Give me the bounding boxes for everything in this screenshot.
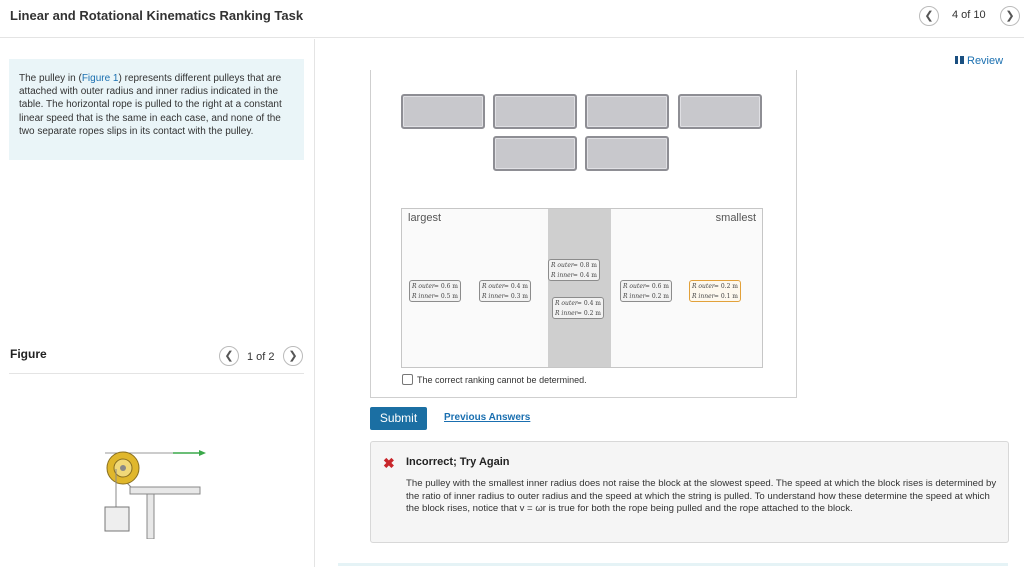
chevron-right-icon: ❯: [288, 350, 298, 362]
chevron-left-icon: ❮: [924, 10, 934, 22]
figure-next-button[interactable]: ❯: [283, 346, 303, 366]
tile-inner-label: R inner: [482, 293, 505, 300]
bottom-accent-bar: [338, 563, 1008, 566]
tile-outer-value: = 0.2 m: [713, 283, 738, 290]
tile-outer-label: R outer: [482, 283, 505, 290]
figure-heading: Figure: [10, 347, 47, 361]
ranking-tile[interactable]: R outer= 0.4 m R inner= 0.3 m: [479, 280, 531, 302]
page-title: Linear and Rotational Kinematics Ranking…: [10, 8, 304, 23]
tile-inner-label: R inner: [555, 310, 578, 317]
table-top: [129, 486, 201, 495]
left-panel: The pulley in (Figure 1) represents diff…: [0, 39, 315, 567]
hanging-block: [104, 506, 130, 532]
ranking-drop-zone[interactable]: largest smallest R outer= 0.6 m R inner=…: [401, 208, 763, 368]
cannot-determine-option[interactable]: The correct ranking cannot be determined…: [402, 374, 587, 385]
book-icon: [955, 56, 964, 64]
cannot-determine-checkbox[interactable]: [402, 374, 413, 385]
tile-outer-label: R outer: [692, 283, 715, 290]
tile-inner-label: R inner: [412, 293, 435, 300]
submit-button[interactable]: Submit: [370, 407, 427, 430]
pull-arrow-head: [199, 450, 206, 456]
tile-inner-value: = 0.1 m: [713, 293, 738, 300]
tile-inner-value: = 0.2 m: [644, 293, 669, 300]
pulley-axle: [120, 465, 126, 471]
pulley-figure: [104, 450, 206, 539]
empty-slot[interactable]: [585, 94, 669, 129]
tile-outer-label: R outer: [551, 262, 574, 269]
feedback-box: ✖ Incorrect; Try Again The pulley with t…: [370, 441, 1009, 543]
chevron-right-icon: ❯: [1005, 10, 1015, 22]
tile-inner-value: = 0.3 m: [503, 293, 528, 300]
figure-link[interactable]: Figure 1: [81, 73, 119, 84]
tile-inner-value: = 0.4 m: [572, 272, 597, 279]
previous-answers-link[interactable]: Previous Answers: [444, 412, 531, 423]
tile-outer-value: = 0.6 m: [433, 283, 458, 290]
problem-text-rest: ) represents different pulleys that are …: [19, 73, 282, 137]
tile-outer-label: R outer: [412, 283, 435, 290]
ranking-tile[interactable]: R outer= 0.6 m R inner= 0.2 m: [620, 280, 672, 302]
prev-problem-button[interactable]: ❮: [919, 6, 939, 26]
feedback-title: Incorrect; Try Again: [406, 456, 510, 468]
tile-inner-value: = 0.2 m: [576, 310, 601, 317]
table-leg: [146, 493, 155, 539]
figure-divider: [9, 373, 304, 374]
top-bar: Linear and Rotational Kinematics Ranking…: [0, 0, 1024, 38]
empty-slot[interactable]: [493, 94, 577, 129]
empty-slot[interactable]: [493, 136, 577, 171]
ranking-tile[interactable]: R outer= 0.6 m R inner= 0.5 m: [409, 280, 461, 302]
x-icon: ✖: [383, 455, 395, 471]
drop-highlight: [548, 209, 611, 367]
tile-inner-label: R inner: [623, 293, 646, 300]
tile-outer-value: = 0.6 m: [644, 283, 669, 290]
tile-outer-label: R outer: [623, 283, 646, 290]
figure-counter: 1 of 2: [247, 351, 275, 363]
tile-inner-label: R inner: [551, 272, 574, 279]
tile-outer-value: = 0.8 m: [572, 262, 597, 269]
feedback-text: The pulley with the smallest inner radiu…: [406, 478, 997, 515]
empty-slot[interactable]: [678, 94, 762, 129]
tile-inner-label: R inner: [692, 293, 715, 300]
ranking-tile-selected[interactable]: R outer= 0.2 m R inner= 0.1 m: [689, 280, 741, 302]
review-link[interactable]: Review: [955, 55, 1003, 67]
problem-text-start: The pulley in (: [19, 73, 82, 84]
tile-outer-label: R outer: [555, 300, 578, 307]
cannot-determine-label: The correct ranking cannot be determined…: [417, 375, 587, 385]
empty-slot[interactable]: [401, 94, 485, 129]
problem-statement: The pulley in (Figure 1) represents diff…: [9, 59, 304, 160]
chevron-left-icon: ❮: [224, 350, 234, 362]
tile-outer-value: = 0.4 m: [576, 300, 601, 307]
ranking-tile[interactable]: R outer= 0.8 m R inner= 0.4 m: [548, 259, 600, 281]
figure-prev-button[interactable]: ❮: [219, 346, 239, 366]
problem-counter: 4 of 10: [952, 9, 986, 21]
tile-outer-value: = 0.4 m: [503, 283, 528, 290]
next-problem-button[interactable]: ❯: [1000, 6, 1020, 26]
tile-inner-value: = 0.5 m: [433, 293, 458, 300]
largest-label: largest: [408, 212, 442, 224]
review-label: Review: [967, 55, 1004, 67]
smallest-label: smallest: [715, 212, 756, 224]
ranking-tile[interactable]: R outer= 0.4 m R inner= 0.2 m: [552, 297, 604, 319]
empty-slot[interactable]: [585, 136, 669, 171]
